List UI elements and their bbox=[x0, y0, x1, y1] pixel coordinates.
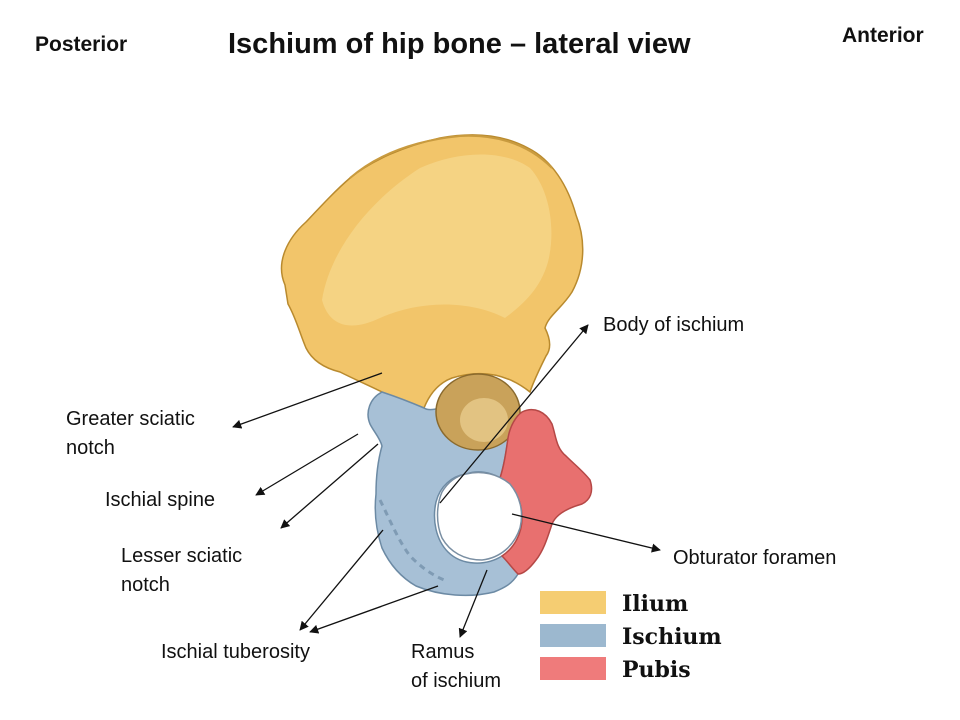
label-obturator-foramen: Obturator foramen bbox=[673, 547, 837, 569]
obturator-foramen-hole bbox=[436, 471, 523, 561]
iliac-crest-edge bbox=[349, 134, 553, 179]
diagram-title: Ischium of hip bone – lateral view bbox=[228, 28, 691, 60]
lesser-sciatic-notch-pointer bbox=[280, 443, 379, 529]
orientation-posterior: Posterior bbox=[35, 33, 128, 56]
label-greater-sciatic-notch: Greater sciatic notch bbox=[66, 405, 195, 463]
ischial-spine-pointer bbox=[255, 433, 359, 496]
legend-swatch-pubis bbox=[540, 657, 606, 680]
label-greater-sciatic-notch-line1: Greater sciatic bbox=[66, 408, 195, 430]
iliac-fossa-shading bbox=[322, 154, 552, 326]
label-lesser-sciatic-notch: Lesser sciatic notch bbox=[121, 542, 242, 600]
legend-swatch-ischium bbox=[540, 624, 606, 647]
obturator-foramen-pointer bbox=[511, 513, 661, 553]
legend-label-ischium: Ischium bbox=[622, 624, 722, 650]
body-of-ischium-pointer bbox=[439, 324, 589, 504]
greater-sciatic-notch-pointer bbox=[232, 372, 383, 429]
label-lesser-sciatic-notch-line2: notch bbox=[121, 574, 170, 596]
legend-swatch-ilium bbox=[540, 591, 606, 614]
legend-label-ilium: Ilium bbox=[622, 591, 688, 617]
label-lesser-sciatic-notch-line1: Lesser sciatic bbox=[121, 545, 243, 567]
ischial-tuberosity-pointer-a bbox=[299, 529, 384, 631]
label-ramus-of-ischium-line2: of ischium bbox=[411, 670, 502, 692]
orientation-anterior: Anterior bbox=[842, 24, 924, 47]
ramus-of-ischium-pointer bbox=[458, 569, 488, 638]
label-body-of-ischium: Body of ischium bbox=[603, 314, 745, 336]
acetabular-fossa bbox=[460, 398, 508, 442]
label-ramus-of-ischium: Ramus of ischium bbox=[411, 638, 501, 696]
legend-label-pubis: Pubis bbox=[622, 657, 691, 683]
label-ramus-of-ischium-line1: Ramus bbox=[411, 641, 475, 663]
label-ischial-spine: Ischial spine bbox=[105, 489, 216, 511]
ischial-tuberosity-pointer-b bbox=[309, 585, 439, 634]
legend: Ilium Ischium Pubis bbox=[540, 591, 722, 683]
ischial-tuberosity-texture bbox=[378, 499, 445, 582]
label-greater-sciatic-notch-line2: notch bbox=[66, 437, 115, 459]
label-ischial-tuberosity: Ischial tuberosity bbox=[161, 641, 310, 663]
